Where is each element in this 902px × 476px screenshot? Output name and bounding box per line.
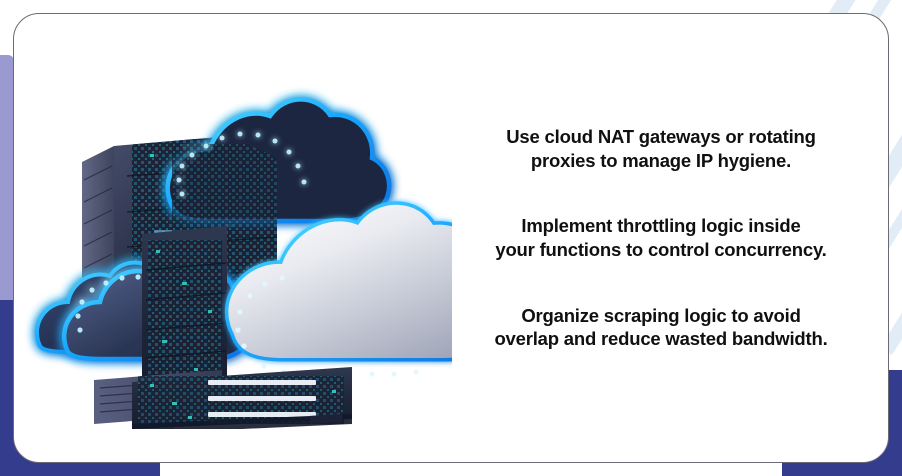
content-card: Use cloud NAT gateways or rotating proxi…: [13, 13, 889, 463]
periwinkle-accent-bar: [0, 55, 14, 315]
tip-item: Implement throttling logic inside your f…: [470, 214, 852, 261]
tip-item: Use cloud NAT gateways or rotating proxi…: [470, 125, 852, 172]
tip-line-2: proxies to manage IP hygiene.: [530, 149, 792, 171]
tip-line-1: Implement throttling logic inside: [521, 215, 801, 237]
tip-line-2: your functions to control concurrency.: [495, 239, 827, 260]
card-content: Use cloud NAT gateways or rotating proxi…: [14, 14, 888, 462]
cloud-server-rack-icon: [22, 84, 452, 429]
illustration-pane: [14, 14, 466, 462]
tip-item: Organize scraping logic to avoid overlap…: [470, 304, 852, 351]
tip-line-1: Organize scraping logic to avoid: [521, 304, 801, 326]
tip-line-1: Use cloud NAT gateways or rotating: [506, 125, 816, 147]
tip-line-2: overlap and reduce wasted bandwidth.: [494, 328, 828, 350]
tips-pane: Use cloud NAT gateways or rotating proxi…: [466, 125, 888, 351]
